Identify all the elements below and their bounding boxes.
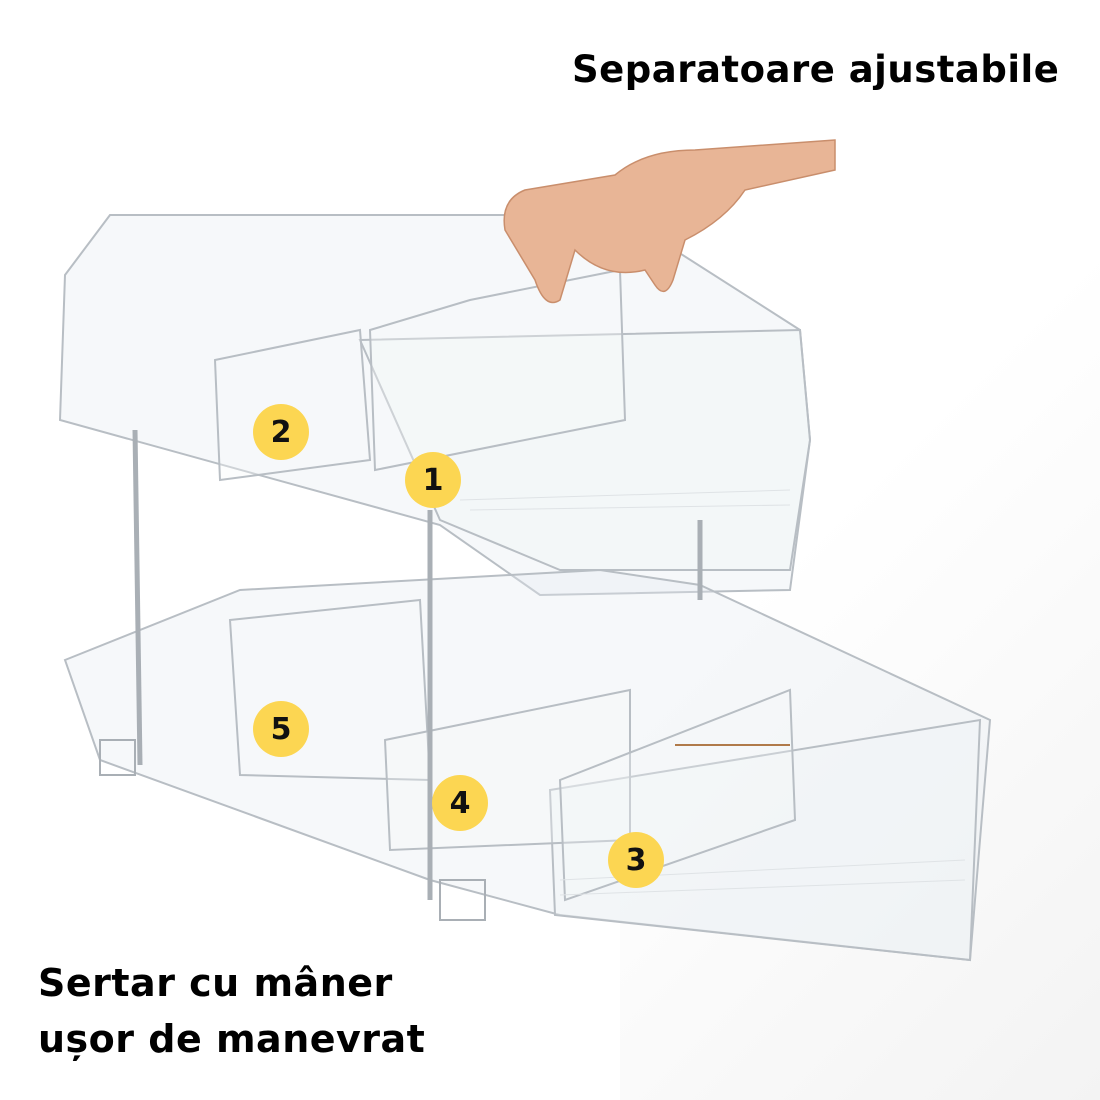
- caption-line-1: Sertar cu mâner: [38, 961, 393, 1005]
- badge-3: 3: [608, 832, 664, 888]
- headline: Separatoare ajustabile: [572, 48, 1060, 91]
- badge-1: 1: [405, 452, 461, 508]
- background-shade: [620, 150, 1100, 1100]
- caption-line-2: ușor de manevrat: [38, 1017, 426, 1061]
- badge-5: 5: [253, 701, 309, 757]
- caption: Sertar cu mâner ușor de manevrat: [38, 955, 425, 1067]
- badge-4: 4: [432, 775, 488, 831]
- badge-2: 2: [253, 404, 309, 460]
- hand-illustration: [503, 139, 836, 304]
